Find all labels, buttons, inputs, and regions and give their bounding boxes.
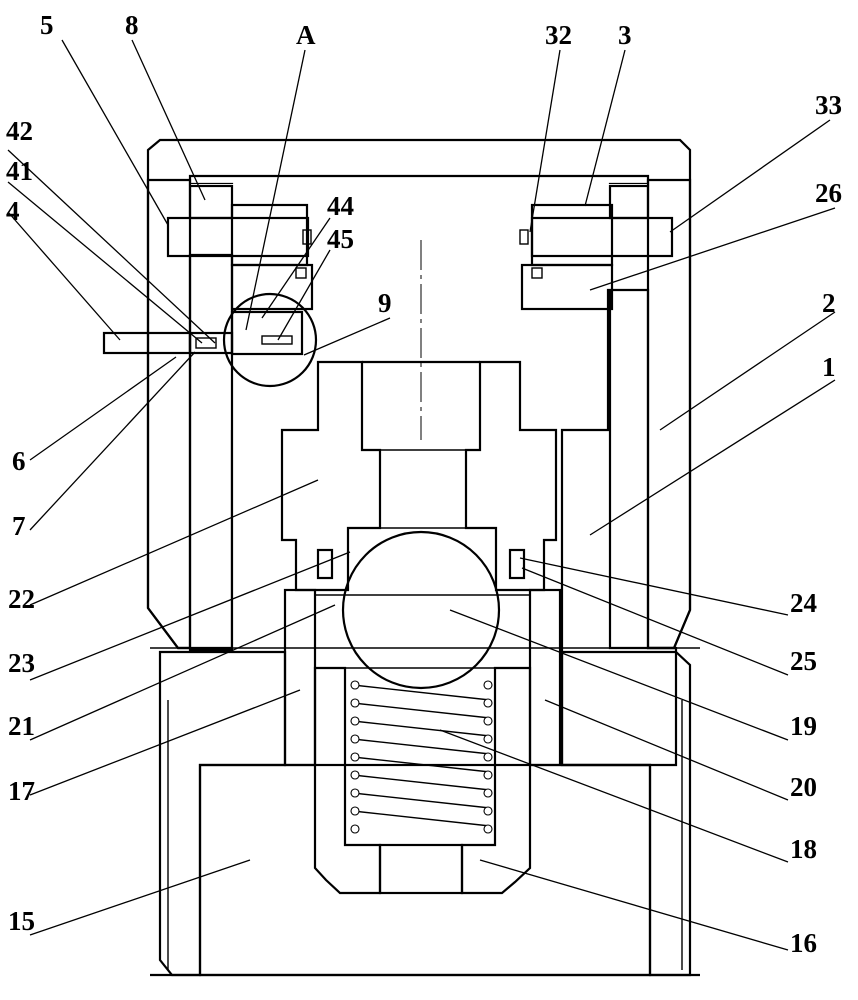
spring-holder: [313, 666, 532, 895]
label-26: 26: [815, 178, 842, 208]
label-3: 3: [618, 20, 632, 50]
label-45: 45: [327, 224, 354, 254]
label-21: 21: [8, 711, 35, 741]
label-23: 23: [8, 648, 35, 678]
label-A: A: [296, 20, 316, 50]
label-4: 4: [6, 196, 20, 226]
side-pin: [102, 292, 318, 388]
label-22: 22: [8, 584, 35, 614]
label-5: 5: [40, 10, 54, 40]
label-15: 15: [8, 906, 35, 936]
label-33: 33: [815, 90, 842, 120]
label-8: 8: [125, 10, 139, 40]
label-16: 16: [790, 928, 817, 958]
spring-18: [350, 680, 493, 834]
label-7: 7: [12, 511, 26, 541]
leader-lines: [7, 39, 836, 951]
label-44: 44: [327, 191, 354, 221]
label-19: 19: [790, 711, 817, 741]
label-32: 32: [545, 20, 572, 50]
label-20: 20: [790, 772, 817, 802]
ball-19: [341, 530, 501, 690]
label-6: 6: [12, 446, 26, 476]
label-2: 2: [822, 288, 836, 318]
label-18: 18: [790, 834, 817, 864]
label-25: 25: [790, 646, 817, 676]
label-42: 42: [6, 116, 33, 146]
label-41: 41: [6, 156, 33, 186]
label-24: 24: [790, 588, 817, 618]
top-blocks: [166, 184, 674, 311]
label-9: 9: [378, 288, 392, 318]
label-1: 1: [822, 352, 836, 382]
part-labels: 5 8 A 32 3 33 42 41 4 44 45 26 9 2 1 6 7…: [6, 10, 842, 958]
label-17: 17: [8, 776, 35, 806]
chamber-15: [198, 763, 652, 977]
